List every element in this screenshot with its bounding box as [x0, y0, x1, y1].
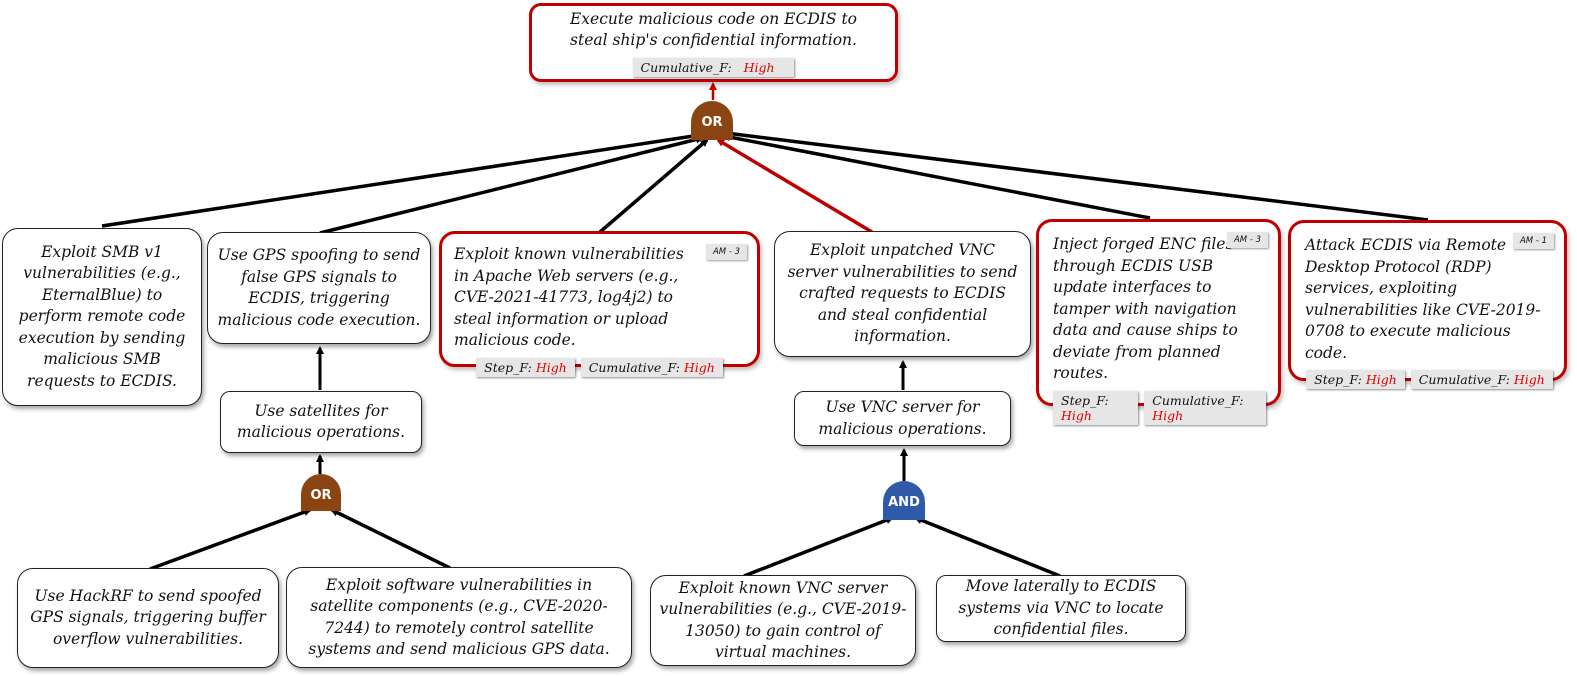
- vnc-known-node: Exploit known VNC server vulnerabilities…: [650, 575, 916, 666]
- apache-node: AM - 3 Exploit known vulnerabilities in …: [439, 231, 760, 377]
- svg-text:OR: OR: [701, 115, 722, 130]
- vnc-known-text: Exploit known VNC server vulnerabilities…: [659, 578, 907, 662]
- vnc-and-gate: AND: [883, 481, 925, 520]
- edge-hackrf-to-gps-or: [149, 508, 312, 571]
- gps-spoof-text: Use GPS spoofing to send false GPS signa…: [217, 246, 421, 329]
- edge-gps-to-top-or: [319, 135, 704, 235]
- edge-apache-to-top-or: [598, 138, 709, 234]
- edge-smb-to-top-or: [101, 131, 702, 228]
- edge-vncknown-to-and: [743, 516, 894, 578]
- smb-text: Exploit SMB v1 vulnerabilities (e.g., Et…: [18, 242, 186, 390]
- edge-move-to-and: [914, 516, 1061, 578]
- satellites-text: Use satellites for malicious operations.: [236, 401, 406, 442]
- vnc-unpatched-text: Exploit unpatched VNC server vulnerabili…: [787, 241, 1018, 346]
- smb-node: Exploit SMB v1 vulnerabilities (e.g., Et…: [2, 228, 202, 406]
- edge-rdp-to-top-or: [724, 129, 1429, 222]
- root-goal-text: Execute malicious code on ECDIS to steal…: [569, 9, 857, 50]
- satellite-vuln-text: Exploit software vulnerabilities in sate…: [308, 575, 610, 659]
- hackrf-text: Use HackRF to send spoofed GPS signals, …: [30, 586, 266, 648]
- satellite-vuln-node: Exploit software vulnerabilities in sate…: [286, 567, 632, 668]
- apache-badges: Step_F: High Cumulative_F: High: [476, 357, 723, 377]
- apache-text: Exploit known vulnerabilities in Apache …: [454, 245, 684, 349]
- apache-tag: AM - 3: [705, 244, 747, 260]
- rdp-tag: AM - 1: [1512, 233, 1554, 249]
- enc-badges: Step_F: High Cumulative_F: High: [1053, 390, 1266, 425]
- edge-vnc-to-top-or: [716, 138, 873, 234]
- vnc-server-node: Use VNC server for malicious operations.: [794, 391, 1011, 446]
- root-badges: Cumulative_F: High: [632, 57, 795, 77]
- enc-text: Inject forged ENC files through ECDIS US…: [1053, 235, 1238, 382]
- rdp-text: Attack ECDIS via Remote Desktop Protocol…: [1305, 236, 1541, 362]
- hackrf-node: Use HackRF to send spoofed GPS signals, …: [17, 568, 279, 668]
- root-cumulative-badge: Cumulative_F: High: [632, 57, 795, 77]
- svg-text:OR: OR: [310, 488, 331, 503]
- rdp-step-badge: Step_F: High: [1306, 370, 1405, 389]
- root-goal-node: Execute malicious code on ECDIS to steal…: [529, 3, 898, 82]
- rdp-node: AM - 1 Attack ECDIS via Remote Desktop P…: [1288, 220, 1567, 389]
- gps-or-gate: OR: [301, 474, 341, 511]
- svg-text:AND: AND: [888, 495, 920, 510]
- satellites-node: Use satellites for malicious operations.: [220, 391, 422, 453]
- top-or-gate: OR: [691, 101, 733, 140]
- gps-spoof-node: Use GPS spoofing to send false GPS signa…: [207, 232, 431, 344]
- edge-enc-to-top-or: [722, 133, 1151, 220]
- enc-step-badge: Step_F: High: [1053, 390, 1139, 425]
- vnc-server-text: Use VNC server for malicious operations.: [818, 398, 987, 438]
- enc-cumulative-badge: Cumulative_F: High: [1144, 390, 1266, 425]
- rdp-badges: Step_F: High Cumulative_F: High: [1306, 370, 1553, 389]
- move-laterally-node: Move laterally to ECDIS systems via VNC …: [936, 575, 1186, 642]
- rdp-cumulative-badge: Cumulative_F: High: [1410, 370, 1553, 389]
- apache-cumulative-badge: Cumulative_F: High: [580, 357, 723, 377]
- vnc-unpatched-node: Exploit unpatched VNC server vulnerabili…: [774, 231, 1031, 357]
- edge-satvuln-to-gps-or: [330, 508, 451, 570]
- enc-node: AM - 3 Inject forged ENC files through E…: [1036, 219, 1281, 425]
- apache-step-badge: Step_F: High: [476, 357, 575, 377]
- move-laterally-text: Move laterally to ECDIS systems via VNC …: [958, 577, 1164, 639]
- enc-tag: AM - 3: [1226, 232, 1268, 248]
